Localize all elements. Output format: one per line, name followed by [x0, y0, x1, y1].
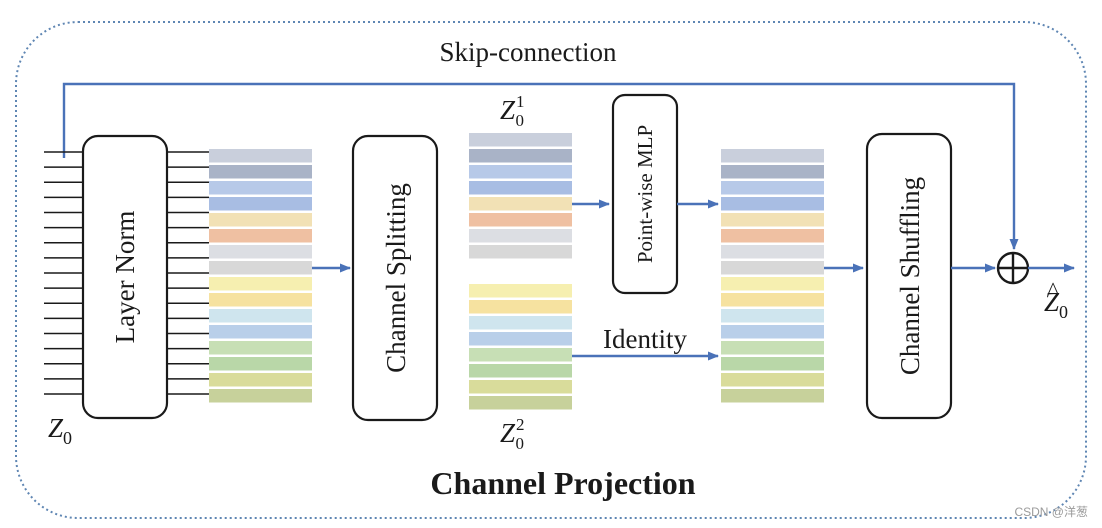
layer-norm-block [81, 134, 169, 420]
split-bottom-channel-stack [469, 284, 572, 410]
skip-connection-label: Skip-connection [440, 37, 617, 67]
channel-bar [209, 325, 312, 339]
channel-splitting-label: Channel Splitting [381, 183, 411, 373]
input-channel-lines [44, 151, 83, 395]
channel-bar [469, 316, 572, 330]
merged-channel-stack [721, 149, 824, 403]
identity-label: Identity [603, 324, 687, 354]
channel-bar [721, 149, 824, 163]
channel-bar [721, 245, 824, 259]
channel-bar [209, 261, 312, 275]
channel-bar [209, 277, 312, 291]
channel-bar [209, 197, 312, 211]
output-label-hat: ^ [1048, 277, 1059, 302]
add-icon [996, 251, 1030, 285]
pointwise-mlp-label: Point-wise MLP [633, 125, 657, 263]
channel-bar [469, 181, 572, 195]
channel-bar [721, 373, 824, 387]
channel-bar [209, 245, 312, 259]
channel-bar [469, 149, 572, 163]
channel-bar [469, 284, 572, 298]
channel-bar [209, 309, 312, 323]
channel-shuffling-label: Channel Shuffling [895, 177, 925, 375]
channel-bar [469, 300, 572, 314]
channel-bar [469, 165, 572, 179]
channel-bar [209, 341, 312, 355]
channel-bar [721, 197, 824, 211]
channel-bar [469, 332, 572, 346]
output-label: Z0 [1044, 287, 1068, 322]
outer-border [15, 21, 1087, 519]
channel-bar [209, 389, 312, 403]
channel-bar [469, 197, 572, 211]
channel-bar [721, 357, 824, 371]
channel-bar [209, 373, 312, 387]
channel-bar [469, 133, 572, 147]
channel-bar [721, 389, 824, 403]
channel-bar [469, 229, 572, 243]
channel-bar [721, 277, 824, 291]
normalized-channel-stack [209, 149, 312, 403]
channel-bar [209, 357, 312, 371]
normalized-channel-lines [167, 151, 209, 395]
channel-bar [721, 325, 824, 339]
channel-bar [721, 213, 824, 227]
channel-bar [209, 293, 312, 307]
channel-bar [209, 149, 312, 163]
diagram-title: Channel Projection [430, 465, 695, 501]
channel-bar [721, 165, 824, 179]
channel-bar [209, 181, 312, 195]
layer-norm-label: Layer Norm [110, 211, 140, 344]
channel-bar [721, 181, 824, 195]
channel-bar [721, 261, 824, 275]
watermark: CSDN @洋葱 [1014, 504, 1088, 519]
channel-bar [209, 229, 312, 243]
skip-connection-arrow [62, 82, 1019, 250]
channel-bar [209, 213, 312, 227]
channel-bar [209, 165, 312, 179]
channel-splitting-block [351, 134, 439, 422]
pointwise-mlp-block [611, 93, 679, 295]
channel-bar [721, 293, 824, 307]
channel-shuffling-block [865, 132, 953, 420]
channel-bar [469, 245, 572, 259]
channel-bar [721, 341, 824, 355]
channel-bar [721, 229, 824, 243]
channel-bar [469, 348, 572, 362]
input-label: Z0 [48, 413, 72, 448]
channel-bar [721, 309, 824, 323]
channel-bar [469, 213, 572, 227]
channel-bar [469, 380, 572, 394]
split-top-channel-stack [469, 133, 572, 259]
channel-bar [469, 364, 572, 378]
channel-bar [469, 396, 572, 410]
